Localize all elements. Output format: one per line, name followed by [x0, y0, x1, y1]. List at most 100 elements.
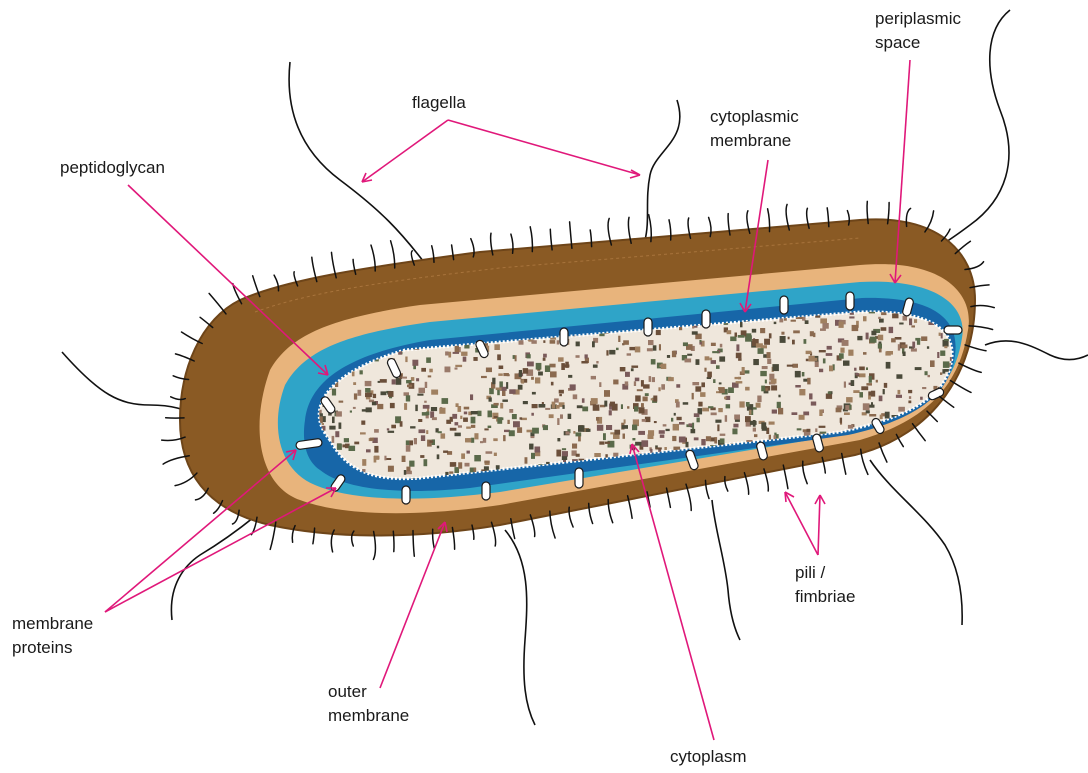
- cytoplasm-grain: [565, 362, 569, 368]
- cytoplasm-grain: [467, 451, 470, 454]
- cytoplasm-grain: [596, 417, 599, 421]
- cytoplasm-grain: [380, 379, 387, 383]
- cytoplasm-grain: [656, 330, 661, 335]
- cytoplasm-grain: [870, 337, 877, 343]
- cytoplasm-grain: [933, 484, 935, 491]
- cytoplasm-grain: [849, 316, 854, 318]
- cytoplasm-grain: [455, 346, 459, 352]
- cytoplasm-grain: [366, 449, 371, 452]
- cytoplasm-grain: [531, 340, 536, 344]
- cytoplasm-grain: [532, 392, 536, 395]
- cytoplasm-grain: [806, 359, 809, 362]
- cytoplasm-grain: [969, 448, 973, 454]
- cytoplasm-grain: [880, 482, 882, 488]
- cytoplasm-grain: [566, 431, 570, 434]
- cytoplasm-grain: [819, 350, 826, 352]
- cytoplasm-grain: [653, 396, 657, 402]
- cytoplasm-grain: [461, 352, 467, 356]
- cytoplasm-grain: [902, 452, 909, 455]
- cytoplasm-grain: [559, 390, 564, 394]
- cytoplasm-grain: [336, 411, 342, 416]
- cytoplasm-grain: [552, 402, 556, 409]
- cytoplasm-grain: [918, 468, 925, 474]
- membrane-protein-icon: [402, 486, 410, 504]
- cytoplasm-grain: [786, 472, 789, 476]
- cytoplasm-grain: [884, 467, 890, 470]
- cytoplasm-grain: [889, 470, 892, 477]
- cytoplasm-grain: [509, 389, 515, 394]
- cytoplasm-grain: [908, 460, 910, 466]
- cytoplasm-grain: [770, 486, 776, 489]
- cytoplasm-grain: [361, 421, 365, 425]
- cytoplasm-grain: [719, 356, 725, 361]
- arrow-flagella-left: [362, 120, 448, 182]
- cytoplasm-grain: [593, 405, 600, 411]
- cytoplasm-grain: [384, 456, 386, 461]
- cytoplasm-grain: [388, 466, 394, 472]
- cytoplasm-grain: [767, 352, 771, 358]
- cytoplasm-grain: [614, 430, 620, 435]
- cytoplasm-grain: [409, 440, 413, 445]
- cytoplasm-grain: [795, 385, 801, 388]
- cytoplasm-grain: [826, 394, 832, 399]
- cytoplasm-grain: [551, 382, 554, 386]
- cytoplasm-grain: [576, 342, 580, 347]
- cytoplasm-grain: [787, 365, 793, 367]
- cytoplasm-grain: [570, 384, 576, 390]
- cytoplasm-grain: [898, 344, 900, 350]
- cytoplasm-grain: [686, 442, 689, 448]
- cytoplasm-grain: [949, 484, 953, 490]
- cytoplasm-grain: [410, 426, 415, 428]
- cytoplasm-grain: [852, 325, 859, 331]
- cytoplasm-grain: [683, 402, 689, 405]
- cytoplasm-grain: [486, 368, 492, 373]
- cytoplasm-grain: [943, 472, 949, 477]
- cytoplasm-grain: [550, 340, 556, 344]
- cytoplasm-grain: [618, 336, 620, 342]
- cytoplasm-grain: [463, 357, 467, 362]
- cytoplasm-grain: [769, 422, 775, 425]
- cytoplasm-grain: [381, 391, 387, 395]
- cytoplasm-grain: [568, 414, 572, 419]
- cytoplasm-grain: [480, 441, 483, 443]
- cytoplasm-grain: [562, 405, 564, 409]
- cytoplasm-grain: [609, 350, 615, 355]
- cytoplasm-grain: [859, 367, 865, 371]
- cytoplasm-grain: [460, 416, 462, 419]
- cytoplasm-grain: [943, 361, 950, 368]
- cytoplasm-grain: [925, 427, 931, 434]
- cytoplasm-grain: [876, 460, 881, 463]
- cytoplasm-grain: [886, 452, 893, 455]
- cytoplasm-grain: [456, 403, 459, 407]
- cytoplasm-grain: [606, 350, 608, 355]
- flagellum: [920, 10, 1010, 255]
- cytoplasm-grain: [616, 348, 619, 350]
- cytoplasm-grain: [698, 402, 702, 407]
- cytoplasm-grain: [833, 467, 836, 473]
- cytoplasm-grain: [594, 453, 601, 457]
- cytoplasm-grain: [708, 406, 713, 408]
- cytoplasm-grain: [869, 405, 874, 408]
- cytoplasm-grain: [919, 475, 922, 479]
- membrane-protein-icon: [482, 482, 490, 500]
- cytoplasm-grain: [559, 394, 562, 396]
- cytoplasm-grain: [679, 422, 685, 425]
- cytoplasm-grain: [365, 381, 372, 386]
- pilus: [950, 381, 971, 393]
- cytoplasm-grain: [851, 380, 855, 386]
- cytoplasm-grain: [420, 455, 424, 458]
- cytoplasm-grain: [674, 413, 676, 416]
- cytoplasm-grain: [450, 462, 456, 467]
- cytoplasm-grain: [732, 486, 736, 490]
- cytoplasm-grain: [697, 418, 700, 423]
- cytoplasm-grain: [543, 340, 545, 343]
- cytoplasm-grain: [915, 439, 920, 445]
- cytoplasm-grain: [944, 339, 949, 341]
- cytoplasm-grain: [654, 421, 657, 423]
- cytoplasm-grain: [912, 342, 915, 348]
- cytoplasm-grain: [709, 358, 712, 361]
- cytoplasm-grain: [857, 336, 862, 340]
- cytoplasm-grain: [692, 382, 699, 385]
- cytoplasm-grain: [851, 474, 858, 479]
- cytoplasm-grain: [792, 340, 795, 345]
